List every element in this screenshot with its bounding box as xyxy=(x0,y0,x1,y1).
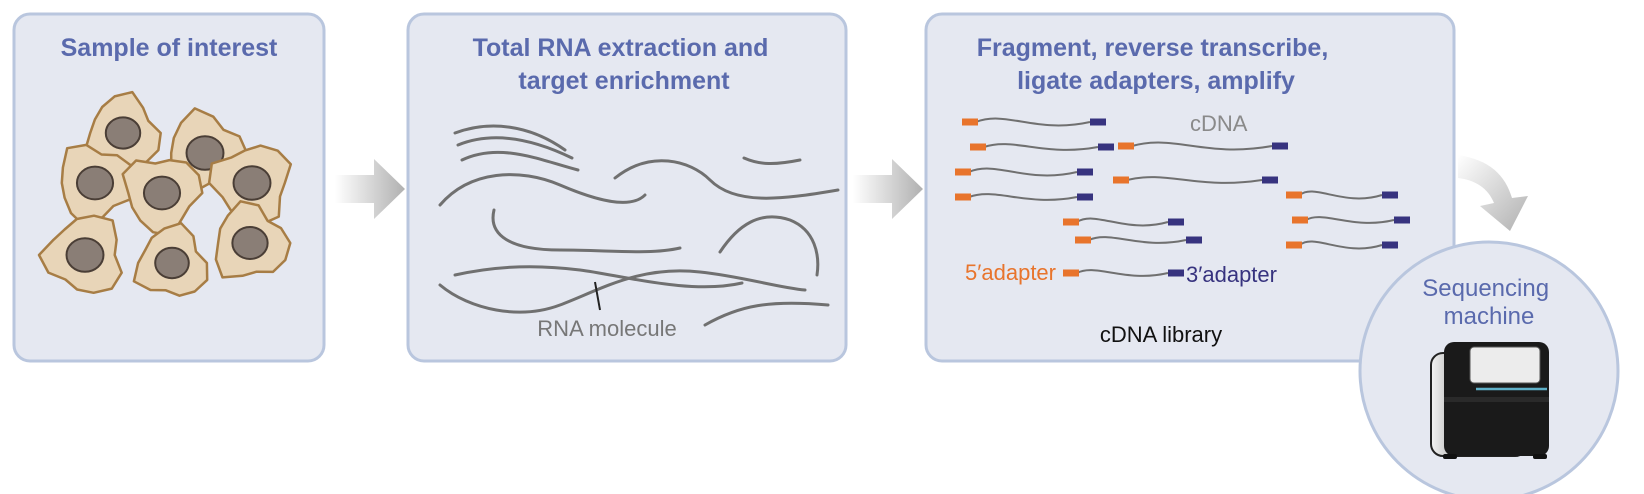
three-prime-adapter-mark xyxy=(1077,193,1093,201)
arrow-curved-icon xyxy=(1458,155,1528,231)
cdna-fragment-icon xyxy=(968,167,1078,177)
five-prime-adapter-label: 5′adapter xyxy=(965,260,1056,285)
three-prime-adapter-mark xyxy=(1077,168,1093,176)
three-prime-adapter-mark xyxy=(1186,236,1202,244)
rna-strand-icon xyxy=(718,215,820,277)
five-prime-adapter-mark xyxy=(955,168,971,176)
three-prime-adapter-mark xyxy=(1382,241,1398,249)
rna-molecule-label: RNA molecule xyxy=(537,316,676,341)
rna-strand-icon xyxy=(491,208,682,254)
sequencer-label-line: machine xyxy=(1444,303,1535,330)
sequencer-label: Sequencing machine xyxy=(1422,275,1555,330)
five-prime-adapter-mark xyxy=(1292,216,1308,224)
cdna-fragment-icon xyxy=(1076,217,1169,227)
panel-cdna-title-line: Fragment, reverse transcribe, xyxy=(977,34,1329,62)
rna-strand-icon xyxy=(703,301,830,327)
rna-strands xyxy=(438,124,840,327)
cdna-fragment-icon xyxy=(1131,141,1273,151)
cdna-fragment-icon xyxy=(1305,216,1395,224)
rna-strand-icon xyxy=(613,159,840,200)
three-prime-adapter-mark xyxy=(1098,143,1114,151)
cdna-library-label: cDNA library xyxy=(1100,322,1222,347)
rna-strand-icon xyxy=(453,265,744,289)
rna-strand-icon xyxy=(460,150,580,172)
five-prime-adapter-mark xyxy=(1075,236,1091,244)
nucleus-icon xyxy=(231,226,269,260)
five-prime-adapter-mark xyxy=(1063,269,1079,277)
panel-cdna-library: Fragment, reverse transcribe, ligate ada… xyxy=(924,12,1456,363)
five-prime-adapter-mark xyxy=(1063,218,1079,226)
cdna-fragments xyxy=(955,117,1410,277)
panel-cdna-title: Fragment, reverse transcribe, ligate ada… xyxy=(977,34,1336,95)
three-prime-adapter-label: 3′adapter xyxy=(1186,262,1277,287)
panel-rna-title: Total RNA extraction and target enrichme… xyxy=(473,34,776,95)
nucleus-icon xyxy=(104,116,142,150)
nucleus-icon xyxy=(65,237,105,273)
three-prime-adapter-mark xyxy=(1382,191,1398,199)
cdna-fragment-icon xyxy=(1076,269,1169,277)
three-prime-adapter-mark xyxy=(1394,216,1410,224)
panel-rna-box xyxy=(406,12,848,363)
panel-cdna-title-line: ligate adapters, amplify xyxy=(1017,67,1295,95)
sequencer-label-line: Sequencing xyxy=(1422,275,1549,302)
arrow-right-icon xyxy=(335,159,405,219)
three-prime-adapter-mark xyxy=(1262,176,1278,184)
cdna-fragment-icon xyxy=(975,117,1091,127)
cdna-label: cDNA xyxy=(1190,111,1248,136)
rna-strand-icon xyxy=(742,156,802,165)
panel-sample: Sample of interest xyxy=(12,12,326,363)
panel-cdna-box xyxy=(924,12,1456,363)
nucleus-icon xyxy=(142,175,182,211)
five-prime-adapter-mark xyxy=(1113,176,1129,184)
five-prime-adapter-mark xyxy=(955,193,971,201)
three-prime-adapter-mark xyxy=(1272,142,1288,150)
nucleus-icon xyxy=(232,165,272,201)
sequencer-icon xyxy=(1430,342,1549,459)
five-prime-adapter-mark xyxy=(970,143,986,151)
panel-rna-extraction: Total RNA extraction and target enrichme… xyxy=(406,12,848,363)
panel-sample-title: Sample of interest xyxy=(61,34,278,62)
cdna-fragment-icon xyxy=(1299,240,1383,250)
five-prime-adapter-mark xyxy=(1286,241,1302,249)
cdna-fragment-icon xyxy=(968,193,1078,201)
sequencing-machine: Sequencing machine xyxy=(1358,240,1620,494)
three-prime-adapter-mark xyxy=(1168,218,1184,226)
cdna-fragment-icon xyxy=(1126,176,1263,184)
panel-rna-title-line: target enrichment xyxy=(518,67,730,95)
nucleus-icon xyxy=(75,165,115,201)
panel-rna-title-line: Total RNA extraction and xyxy=(473,34,769,62)
rna-strand-icon xyxy=(453,124,567,152)
five-prime-adapter-mark xyxy=(1286,191,1302,199)
nucleus-icon xyxy=(185,135,225,171)
arrow-right-icon xyxy=(853,159,923,219)
cdna-fragment-icon xyxy=(1299,190,1383,200)
nucleus-icon xyxy=(154,246,190,280)
cdna-fragment-icon xyxy=(983,143,1099,151)
five-prime-adapter-mark xyxy=(962,118,978,126)
five-prime-adapter-mark xyxy=(1118,142,1134,150)
three-prime-adapter-mark xyxy=(1090,118,1106,126)
rna-label-pointer xyxy=(594,281,601,311)
cell-cluster xyxy=(37,90,293,297)
rna-strand-icon xyxy=(438,173,647,207)
rna-strand-icon xyxy=(456,136,574,160)
cdna-fragment-icon xyxy=(1088,236,1187,244)
three-prime-adapter-mark xyxy=(1168,269,1184,277)
rna-strand-icon xyxy=(438,269,807,314)
panel-sample-title-line: Sample of interest xyxy=(61,34,278,62)
